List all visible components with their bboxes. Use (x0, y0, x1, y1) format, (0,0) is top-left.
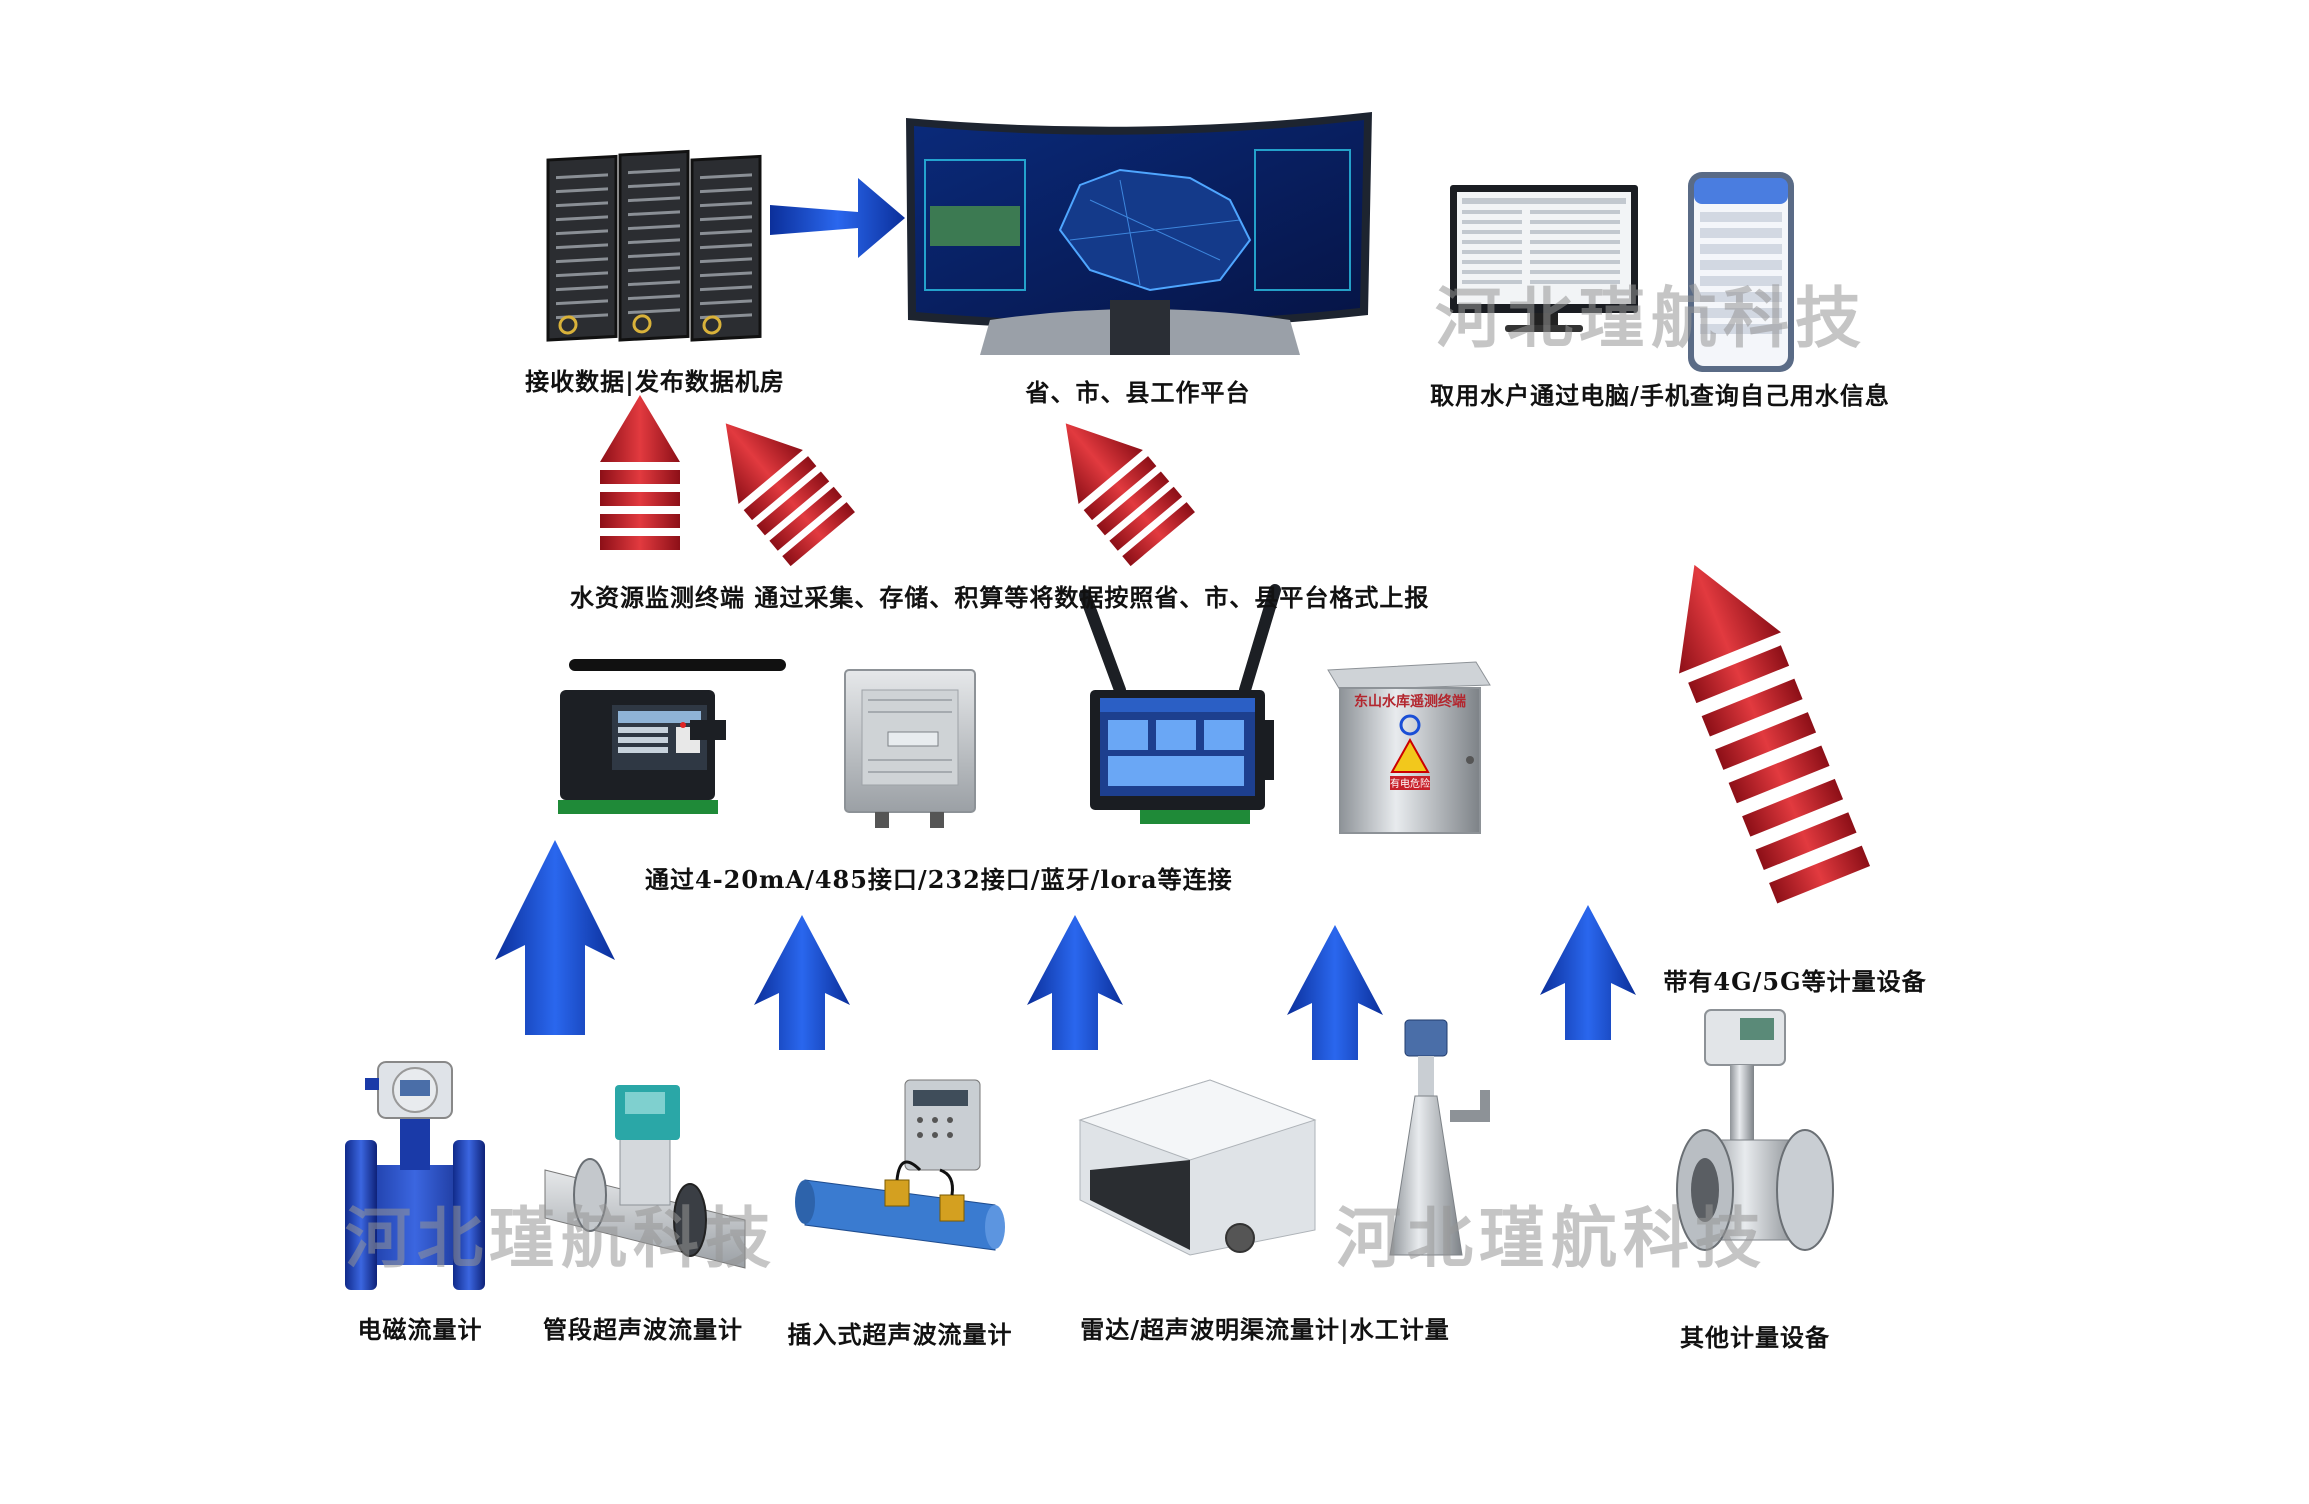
stainless-cabinet-icon: 东山水库遥测终端 有电危险 (1327, 661, 1491, 834)
blue-arrow-up-icon-5 (1540, 905, 1636, 1040)
em-flowmeter-label: 电磁流量计 (357, 1315, 483, 1344)
watermark-bottom-left: 河北瑾航科技 (345, 1200, 777, 1277)
blue-arrow-up-icon-2 (754, 915, 850, 1050)
cellular-devices-label: 带有4G/5G等计量设备 (1663, 967, 1927, 996)
warning-sign-text: 有电危险 (1390, 777, 1430, 790)
cabinet-title-text: 东山水库遥测终端 (1354, 693, 1466, 710)
red-arrow-up-icon (600, 395, 680, 550)
touchscreen-terminal-icon (1079, 584, 1281, 824)
other-meters-label: 其他计量设备 (1680, 1323, 1830, 1352)
watermark-top: 河北瑾航科技 (1435, 280, 1867, 357)
rtu-box-icon (844, 669, 976, 828)
interfaces-label: 通过4-20mA/485接口/232接口/蓝牙/lora等连接 (645, 865, 1233, 894)
red-arrow-up-right-icon (1679, 564, 1871, 904)
pipe-ultrasonic-flowmeter-icon (544, 1085, 746, 1269)
radar-flowmeter-icon (1078, 1079, 1317, 1256)
blue-arrow-up-icon (495, 840, 615, 1035)
red-arrow-up-left-icon-2 (1065, 423, 1195, 567)
electromagnetic-flowmeter-icon (345, 1061, 485, 1290)
red-arrow-up-left-icon (725, 423, 855, 567)
users-query-label: 取用水户通过电脑/手机查询自己用水信息 (1430, 381, 1890, 410)
blue-arrow-up-icon-3 (1027, 915, 1123, 1050)
insert-ultrasonic-label: 插入式超声波流量计 (787, 1320, 1013, 1349)
pipe-ultrasonic-label: 管段超声波流量计 (543, 1315, 743, 1344)
vortex-flowmeter-icon (1676, 1009, 1834, 1251)
desktop-monitor-icon (1450, 185, 1638, 332)
smartphone-icon (1688, 172, 1794, 372)
radar-level-gauge-icon (1389, 1019, 1490, 1256)
platform-label: 省、市、县工作平台 (1025, 378, 1251, 407)
watermark-bottom-right: 河北瑾航科技 (1335, 1200, 1767, 1277)
datacenter-label: 接收数据|发布数据机房 (525, 367, 785, 396)
server-racks-icon (546, 149, 762, 342)
rtu-terminal-icon (558, 659, 786, 814)
arrow-right-icon (770, 178, 905, 258)
blue-arrow-up-icon-4 (1287, 925, 1383, 1060)
terminal-description-label: 水资源监测终端 通过采集、存储、积算等将数据按照省、市、县平台格式上报 (570, 583, 1430, 612)
insertion-ultrasonic-flowmeter-icon (795, 1079, 1005, 1251)
radar-channel-label: 雷达/超声波明渠流量计|水工计量 (1080, 1315, 1450, 1344)
control-center-screen-icon (906, 112, 1372, 355)
